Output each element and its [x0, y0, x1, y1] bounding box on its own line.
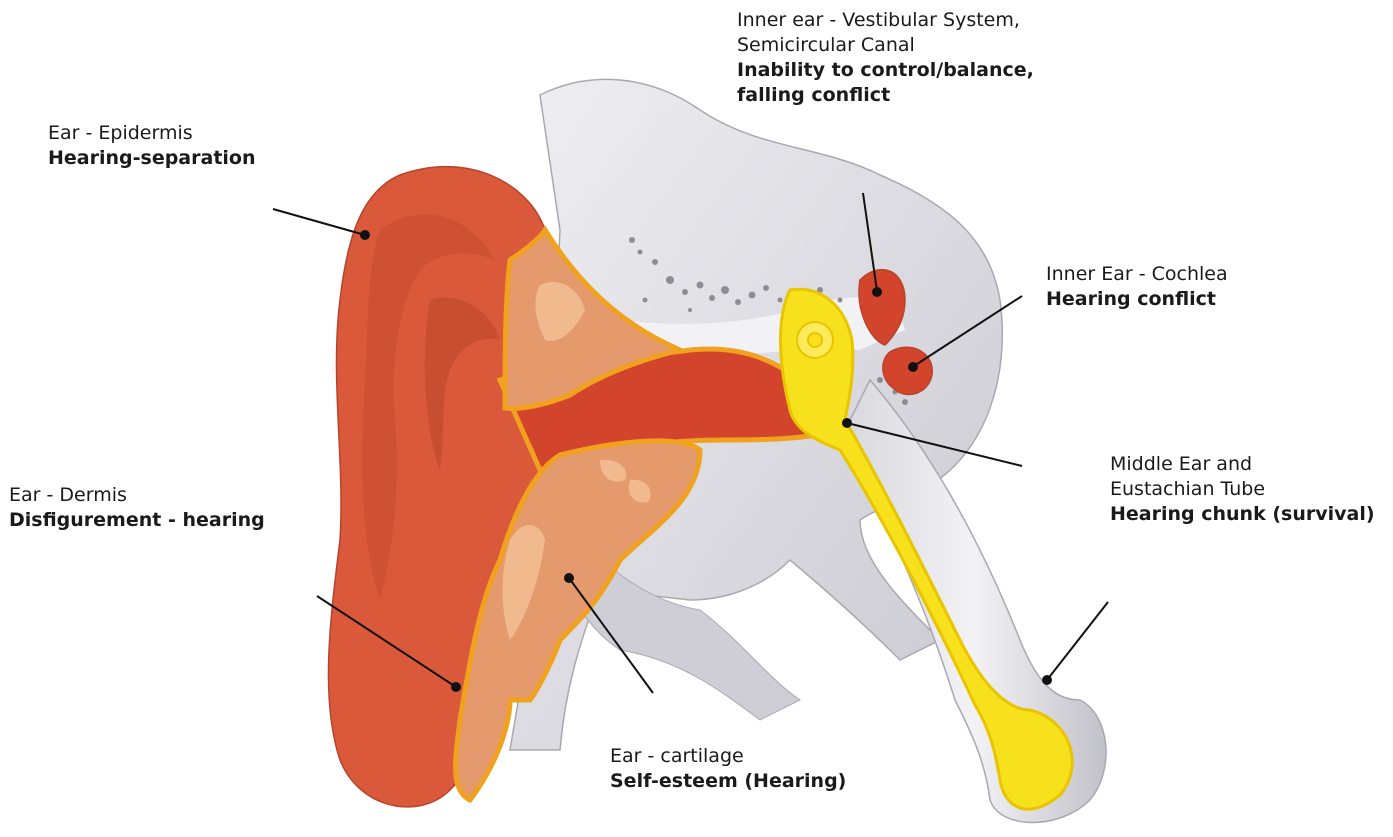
- leader-line-epidermis: [273, 209, 365, 235]
- marker-dot-cartilage: [564, 573, 574, 583]
- label-vestibular-title-line-1: Inner ear - Vestibular System,: [737, 8, 1034, 33]
- leader-line-eustachian: [1047, 602, 1108, 680]
- label-cartilage: Ear - cartilage Self-esteem (Hearing): [610, 744, 846, 794]
- marker-dot-middle-ear: [842, 418, 852, 428]
- label-epidermis: Ear - Epidermis Hearing-separation: [48, 121, 256, 171]
- label-middle-ear-title-line-2: Eustachian Tube: [1110, 477, 1375, 502]
- label-middle-ear-conflict: Hearing chunk (survival): [1110, 502, 1375, 527]
- label-dermis-title: Ear - Dermis: [9, 483, 265, 508]
- label-middle-ear-title-line-1: Middle Ear and: [1110, 452, 1375, 477]
- marker-dot-vestibular: [872, 287, 882, 297]
- marker-dot-cochlea: [908, 362, 918, 372]
- label-dermis: Ear - Dermis Disfigurement - hearing: [9, 483, 265, 533]
- label-cochlea-title: Inner Ear - Cochlea: [1046, 262, 1228, 287]
- label-epidermis-conflict: Hearing-separation: [48, 146, 256, 171]
- label-epidermis-title: Ear - Epidermis: [48, 121, 256, 146]
- marker-dot-epidermis: [360, 230, 370, 240]
- label-middle-ear: Middle Ear and Eustachian Tube Hearing c…: [1110, 452, 1375, 527]
- label-dermis-conflict: Disfigurement - hearing: [9, 508, 265, 533]
- marker-dot-dermis: [451, 682, 461, 692]
- label-cochlea-conflict: Hearing conflict: [1046, 287, 1228, 312]
- label-vestibular-conflict-line-2: falling conflict: [737, 83, 1034, 108]
- label-cartilage-conflict: Self-esteem (Hearing): [610, 769, 846, 794]
- label-cartilage-title: Ear - cartilage: [610, 744, 846, 769]
- label-vestibular-title-line-2: Semicircular Canal: [737, 33, 1034, 58]
- marker-dot-eustachian: [1042, 675, 1052, 685]
- label-cochlea: Inner Ear - Cochlea Hearing conflict: [1046, 262, 1228, 312]
- label-vestibular-system: Inner ear - Vestibular System, Semicircu…: [737, 8, 1034, 108]
- label-vestibular-conflict-line-1: Inability to control/balance,: [737, 58, 1034, 83]
